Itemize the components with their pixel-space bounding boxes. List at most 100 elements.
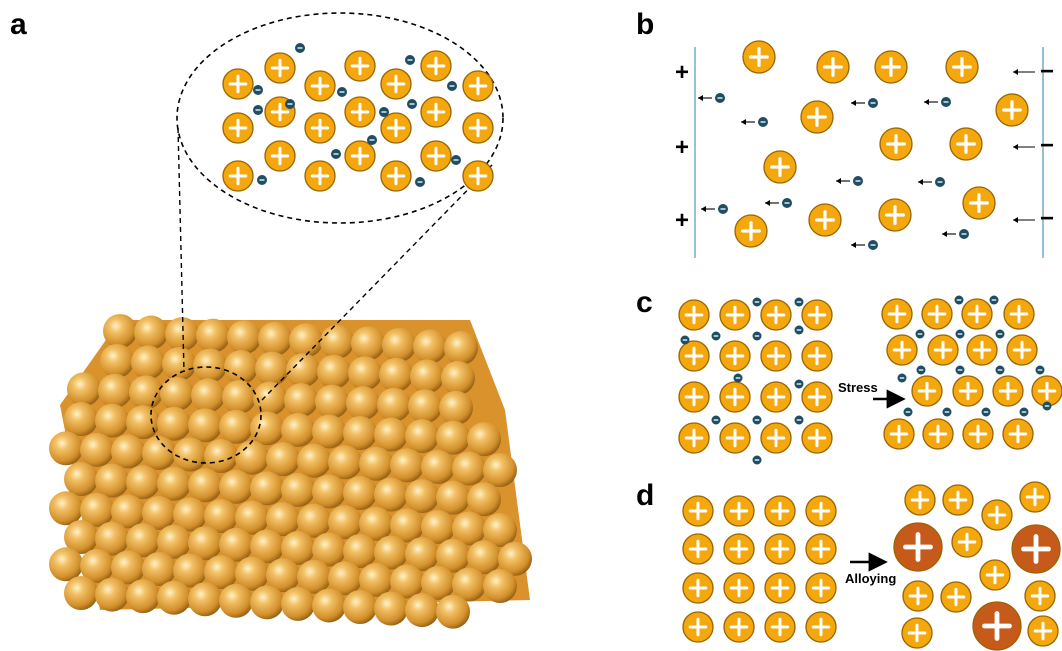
metal-atom — [191, 378, 225, 413]
metal-atom — [95, 521, 129, 556]
metal-atom — [312, 474, 346, 509]
plus-circle-icon — [805, 533, 837, 565]
metal-atom — [165, 317, 199, 352]
plus-circle-icon — [949, 127, 983, 161]
metal-atom — [328, 505, 362, 540]
plus-circle-icon — [222, 160, 254, 192]
metal-atom — [312, 532, 346, 567]
metal-atom — [80, 548, 114, 583]
minus-dot-icon — [680, 335, 690, 345]
metal-atom — [188, 468, 222, 503]
minus-dot-icon — [711, 331, 721, 341]
metal-atom — [351, 326, 385, 361]
metal-atom — [126, 523, 160, 558]
zoom-connector-right — [261, 164, 493, 401]
metal-atom — [193, 348, 227, 383]
plus-circle-icon — [719, 299, 751, 331]
metal-atom — [250, 411, 284, 446]
arrow-right-icon — [701, 206, 715, 212]
metal-atom — [374, 417, 408, 452]
plus-circle-icon — [1031, 375, 1062, 407]
metal-atom — [266, 558, 300, 593]
minus-dot-icon — [711, 415, 721, 425]
metal-atom — [95, 463, 129, 498]
metal-atom — [98, 373, 132, 408]
metal-atom — [343, 476, 377, 510]
plus-circle-icon — [764, 533, 796, 565]
arrow-right-icon — [1013, 69, 1035, 75]
plus-circle-icon — [719, 381, 751, 413]
minus-dot-icon — [752, 415, 762, 425]
metal-atom — [377, 387, 411, 422]
metal-atom — [320, 324, 354, 359]
plus-circle-icon — [222, 112, 254, 144]
plus-circle-icon — [940, 581, 972, 613]
plus-circle-icon — [816, 50, 850, 84]
plus-circle-icon — [801, 299, 833, 331]
plus-circle-icon — [344, 50, 376, 82]
arrow-right-icon — [851, 242, 865, 248]
minus-dot-icon — [794, 415, 804, 425]
minus-dot-icon — [794, 297, 804, 307]
minus-dot-icon — [733, 373, 743, 383]
metal-atom — [80, 432, 114, 467]
stress-label: Stress — [838, 380, 878, 395]
metal-atom — [452, 567, 486, 602]
plus-circle-icon — [951, 526, 983, 558]
plus-circle-icon — [805, 611, 837, 643]
metal-atom — [129, 375, 163, 410]
plus-circle-icon — [962, 418, 994, 450]
metal-atom — [359, 562, 393, 597]
plus-circle-icon — [945, 50, 979, 84]
plus-circle-icon — [304, 112, 336, 144]
metal-atom — [348, 356, 382, 391]
metal-atom — [405, 593, 439, 628]
minus-dot-icon — [752, 455, 762, 465]
metal-atom — [111, 494, 145, 529]
minus-dot-icon — [337, 87, 347, 97]
minus-dot-icon — [794, 325, 804, 335]
minus-dot-icon — [959, 229, 969, 239]
metal-atom — [359, 506, 393, 541]
metal-atom — [95, 577, 129, 612]
plus-circle-icon — [462, 160, 494, 192]
metal-atom — [390, 448, 424, 483]
metal-atom — [312, 588, 346, 623]
minus-dot-icon — [853, 176, 863, 186]
plus-circle-icon — [264, 140, 296, 172]
arrow-right-icon — [741, 119, 755, 125]
plus-circle-icon — [1003, 298, 1035, 330]
plus-circle-icon — [961, 298, 993, 330]
minus-dot-icon — [989, 295, 999, 305]
alloying-label: Alloying — [845, 571, 896, 586]
minus-dot-icon — [941, 97, 951, 107]
metal-atom — [467, 482, 501, 517]
alloying-lattice-diagram — [682, 481, 1061, 651]
plus-circle-icon — [1011, 524, 1061, 574]
plus-circle-icon — [678, 422, 710, 454]
plus-circle-icon — [921, 298, 953, 330]
minus-dot-icon — [715, 93, 725, 103]
metal-atom — [374, 591, 408, 626]
metal-atom — [421, 449, 455, 484]
minus-dot-icon — [295, 43, 305, 53]
plus-circle-icon — [927, 334, 959, 366]
metal-atom — [64, 462, 98, 497]
metal-atom — [289, 323, 323, 358]
plus-circle-icon — [881, 298, 913, 330]
plus-circle-icon — [764, 572, 796, 604]
plus-circle-icon — [682, 533, 714, 565]
metal-atom — [343, 590, 377, 624]
plus-circle-icon — [462, 112, 494, 144]
minus-dot-icon — [718, 204, 728, 214]
arrow-right-icon — [851, 100, 865, 106]
metal-atom — [188, 408, 222, 443]
arrow-right-icon — [765, 200, 779, 206]
plus-circle-icon — [723, 533, 755, 565]
metal-atom — [157, 580, 191, 615]
minus-dot-icon — [1042, 401, 1052, 411]
minus-dot-icon — [981, 407, 991, 417]
plus-circle-icon — [719, 422, 751, 454]
plus-circle-icon — [1024, 580, 1056, 612]
metal-atom — [235, 440, 269, 475]
